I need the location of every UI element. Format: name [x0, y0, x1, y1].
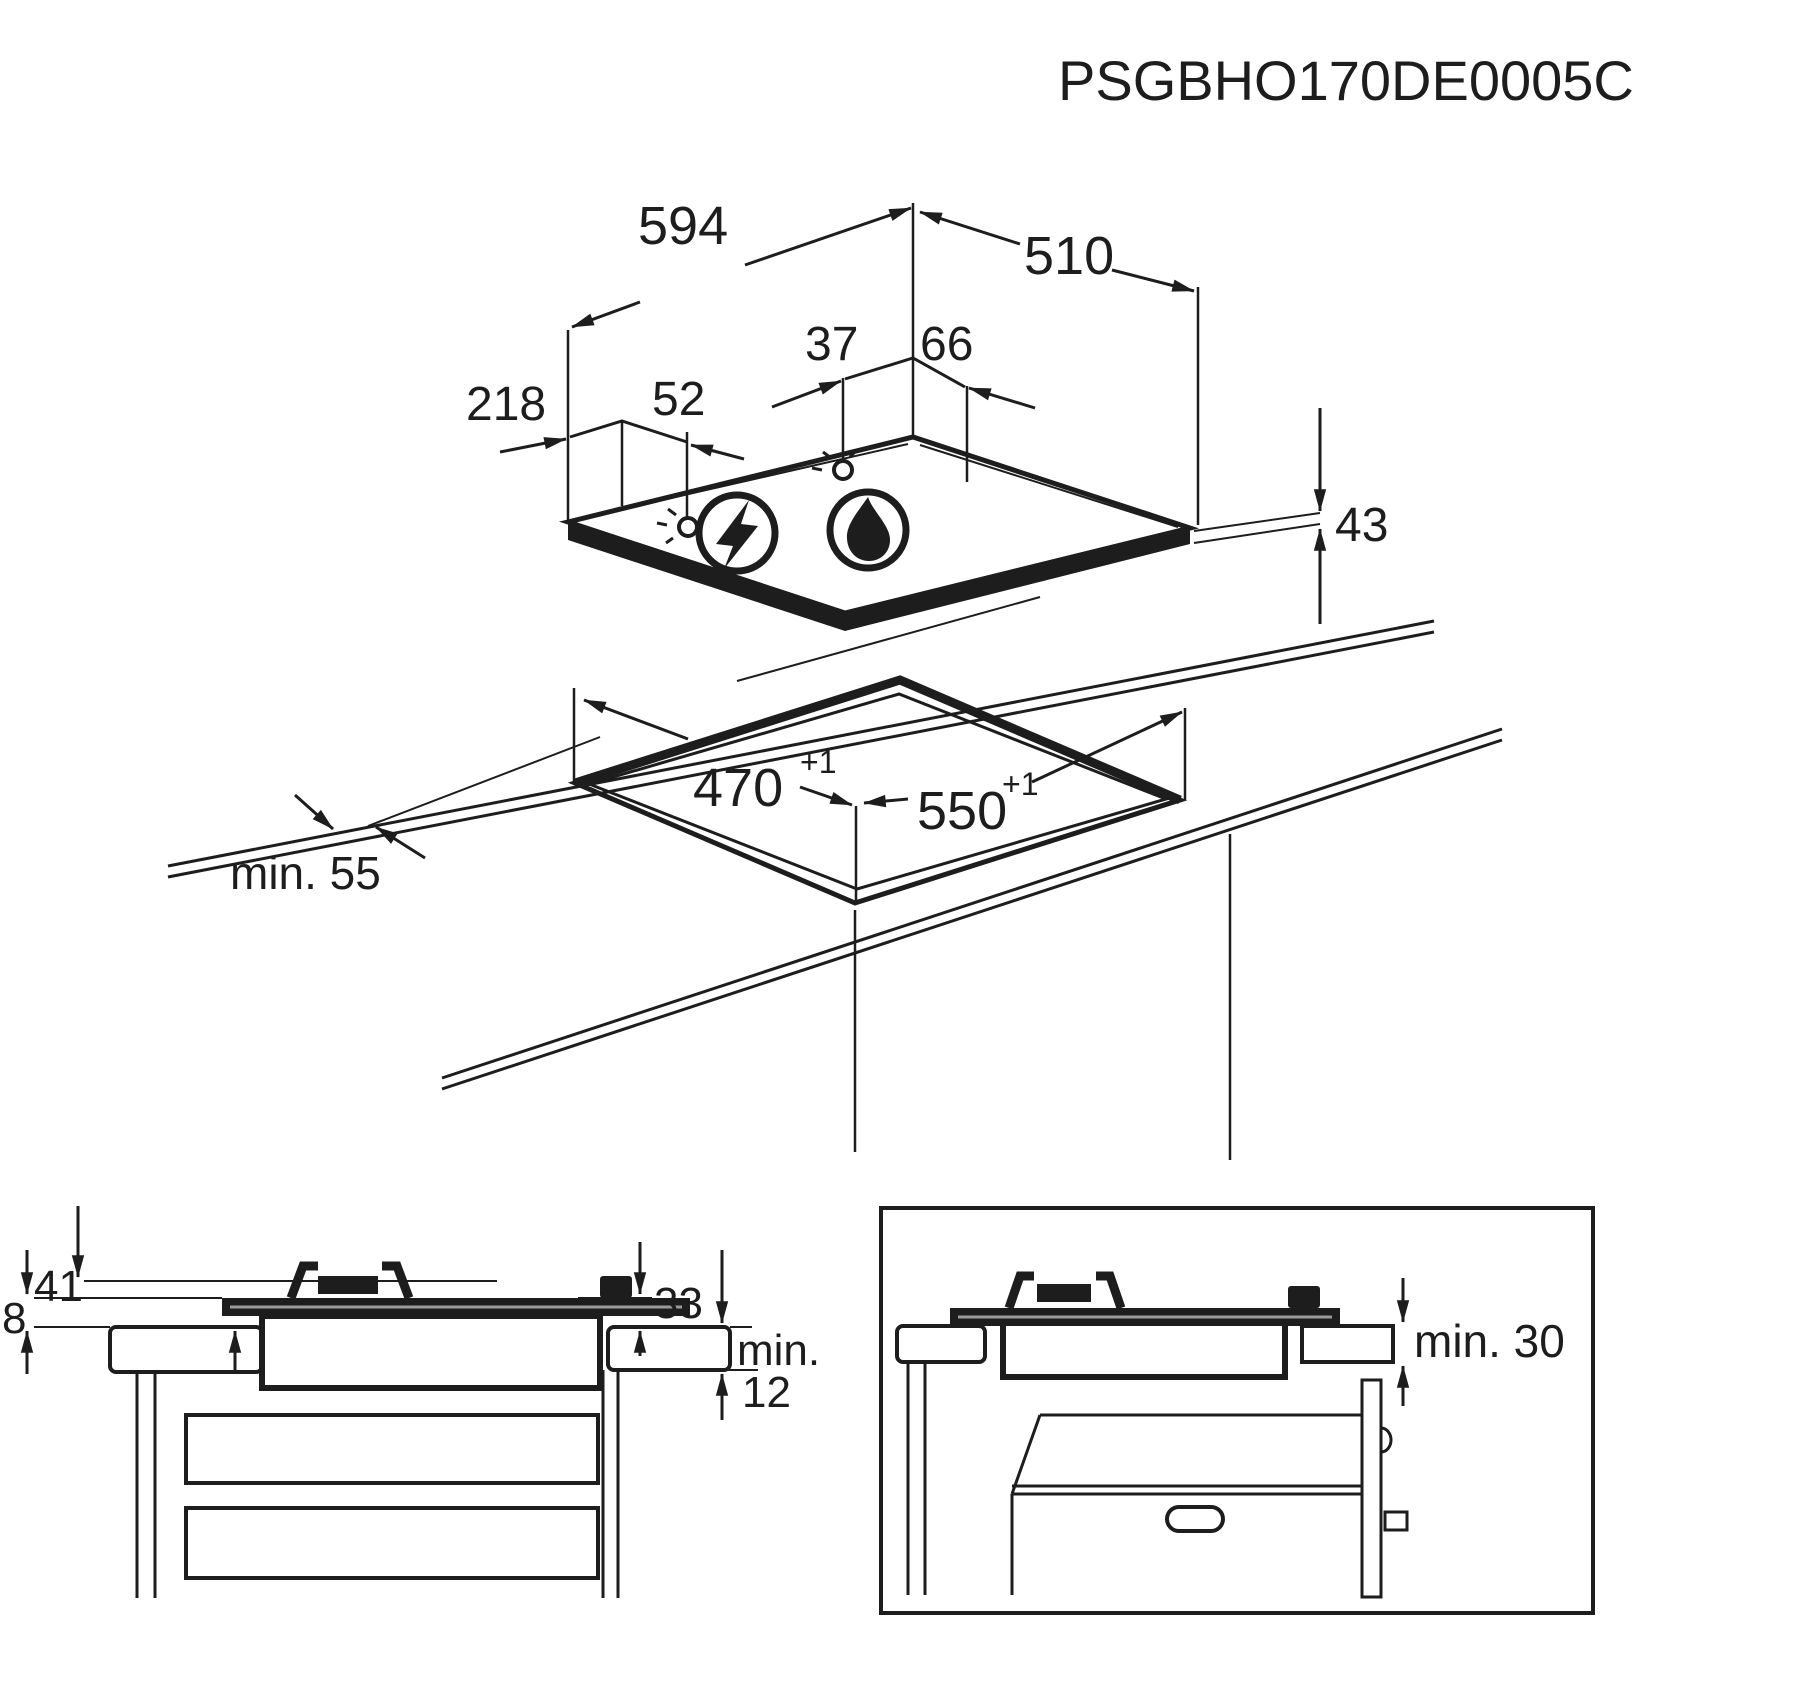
dim-label-52: 52	[652, 373, 705, 426]
control-knob	[1288, 1286, 1320, 1308]
control-knob	[600, 1276, 632, 1298]
drawer-front	[184, 1506, 600, 1580]
dim-label-min30: min. 30	[1414, 1315, 1565, 1367]
cutout-back-rim	[573, 675, 1182, 805]
dim-label-43: 43	[1335, 499, 1388, 552]
dim-line-510	[919, 210, 1021, 246]
dim-line-510	[1111, 268, 1195, 293]
worktop-lower-edge	[441, 738, 1503, 1091]
height-ref-line	[1193, 512, 1321, 532]
cutout-opening	[567, 677, 1188, 906]
dim-label-470-tolerance: +1	[800, 744, 836, 780]
dim-line-470	[799, 785, 853, 807]
dim-label-min55: min. 55	[230, 847, 381, 899]
dim-label-594: 594	[638, 196, 728, 256]
dim-line-470	[583, 698, 689, 741]
dim-label-66: 66	[920, 318, 973, 371]
hob-bevel-line	[919, 444, 1179, 528]
clearance-ref-line	[367, 736, 601, 827]
worktop-right-section	[606, 1325, 732, 1372]
dim-line-594	[744, 206, 912, 267]
drawer-front	[184, 1413, 600, 1485]
dim-label-8: 8	[2, 1294, 26, 1343]
dim-line-594	[571, 300, 641, 329]
cooker-handle	[1165, 1505, 1225, 1533]
worktop-lower-edge	[441, 727, 1503, 1080]
worktop-right-section	[1300, 1324, 1395, 1364]
ignition-point	[811, 449, 858, 481]
worktop-cutout-view: 470 +1 550 +1 min. 55	[167, 619, 1503, 1160]
sight-line	[736, 596, 1041, 682]
dim-arrow-min55	[293, 793, 335, 831]
burner-cap	[1037, 1284, 1091, 1302]
worktop-left-section	[895, 1324, 987, 1364]
dim-line-52	[569, 419, 688, 444]
dim-label-37: 37	[805, 318, 858, 371]
cross-section-left: 41 8 33 min. 12	[2, 1206, 820, 1598]
hob-body-section	[259, 1313, 603, 1391]
worktop-front-edge	[167, 619, 1435, 868]
dim-line-550	[1031, 710, 1183, 784]
dim-label-470: 470	[693, 758, 783, 818]
dim-arrow-218	[499, 437, 567, 454]
hob-top-surface	[558, 434, 1200, 616]
dim-arrow-52	[690, 443, 745, 461]
dim-line-37-66	[844, 356, 966, 389]
cabinet-side-lines	[135, 1370, 620, 1598]
cooker-slant-edge	[1010, 1414, 1042, 1495]
worktop-left-section	[108, 1325, 264, 1374]
drawing-code: PSGBHO170DE0005C	[1058, 49, 1634, 112]
ignition-point	[656, 507, 699, 545]
height-ref-line	[1193, 523, 1321, 544]
pan-support-grate	[286, 1261, 414, 1300]
dim-label-12: 12	[742, 1368, 791, 1417]
cabinet-side-lines	[906, 1362, 927, 1595]
dim-label-218: 218	[466, 378, 546, 431]
dim-label-510: 510	[1024, 226, 1114, 286]
panel-knob	[1383, 1510, 1409, 1532]
pan-support-grate	[1004, 1271, 1126, 1310]
isometric-hob-view: 594 510 37 66 218 52 43	[466, 196, 1388, 682]
hob-side-band	[568, 524, 1190, 631]
side-panel	[1360, 1378, 1383, 1599]
dim-label-550-tolerance: +1	[1002, 766, 1038, 802]
dim-line-550	[863, 794, 909, 808]
dim-arrow-66	[968, 386, 1036, 410]
lightning-icon	[695, 491, 779, 575]
cross-section-right: min. 30	[879, 1206, 1595, 1615]
hob-bevel-line	[587, 443, 909, 518]
flame-icon	[826, 488, 910, 572]
cooker-panel-lines	[1012, 1484, 1362, 1496]
burner-cap	[318, 1276, 378, 1294]
dim-label-41: 41	[34, 1262, 83, 1311]
dim-label-550: 550	[917, 781, 1007, 841]
figure-frame	[879, 1206, 1595, 1615]
panel-hinge	[1380, 1426, 1393, 1454]
dim-label-33: 33	[654, 1279, 703, 1328]
dim-arrow-37	[771, 379, 842, 409]
dim-label-min: min.	[737, 1326, 820, 1375]
dim-arrow-min55	[375, 825, 426, 860]
cutout-inner-rim	[584, 692, 1171, 891]
